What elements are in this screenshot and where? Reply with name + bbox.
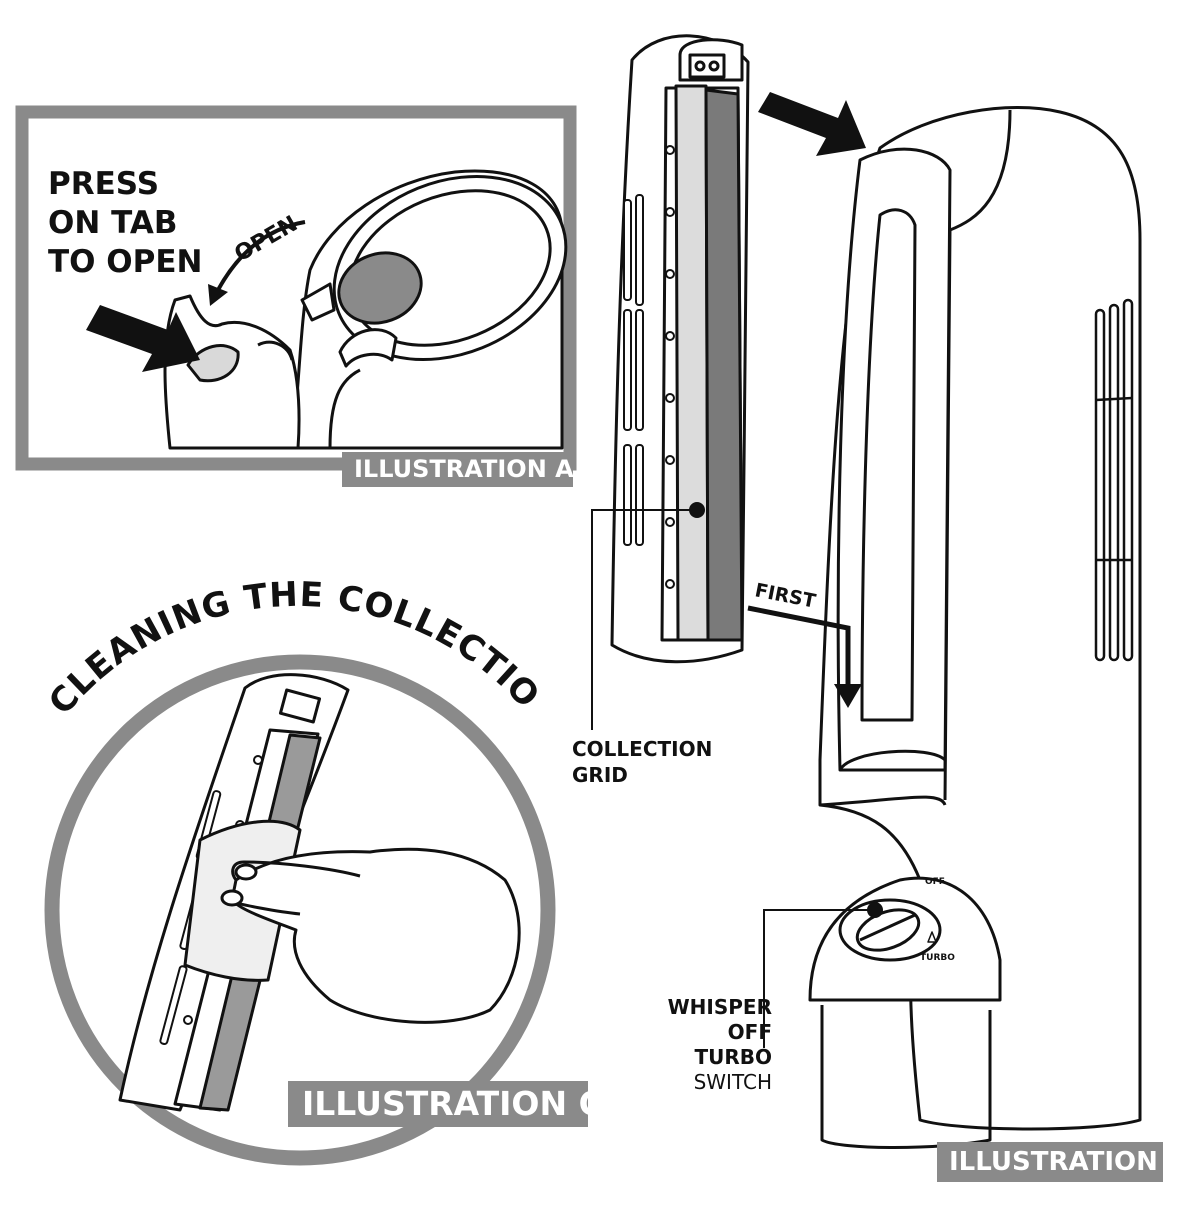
grid-leader-line — [591, 509, 697, 730]
collection-grid-label-line: COLLECTION — [572, 737, 713, 761]
switch-label-line: SWITCH — [693, 1070, 772, 1094]
switch-label: WHISPER OFF TURBO SWITCH — [668, 995, 772, 1095]
switch-label-line: WHISPER — [667, 995, 772, 1019]
illustration-a-caption: ILLUSTRATION A — [342, 452, 574, 487]
press-instruction-line: ON TAB — [48, 205, 178, 241]
switch-off-mark: OFF — [925, 877, 945, 887]
press-instruction: PRESS ON TAB TO OPEN — [48, 165, 203, 282]
open-arrow-curve — [216, 220, 306, 291]
illustration-a-panel: OPEN — [15, 105, 577, 471]
collection-grid-label-line: GRID — [572, 763, 628, 787]
press-arrow-icon — [86, 305, 200, 372]
collection-grid-label: COLLECTION GRID — [572, 736, 712, 788]
illustration-c-caption: ILLUSTRATION C — [288, 1081, 603, 1127]
purifier-top-drawing — [290, 169, 568, 450]
collection-grid-panel-drawing — [610, 34, 750, 664]
first-arrow-label: FIRST — [753, 579, 817, 612]
press-instruction-line: TO OPEN — [48, 244, 203, 280]
turbo-mark-icon — [927, 931, 937, 943]
grid-cleaning-drawing — [118, 673, 521, 1112]
first-arrow-line — [747, 605, 851, 688]
first-arrowhead-icon — [834, 684, 862, 708]
switch-leader-line — [763, 909, 875, 1048]
switch-label-line: OFF — [727, 1020, 772, 1044]
insert-arrow-icon — [758, 92, 866, 156]
switch-turbo-mark: TURBO — [920, 953, 955, 963]
switch-label-line: TURBO — [694, 1045, 772, 1069]
press-instruction-line: PRESS — [48, 166, 160, 202]
open-arrowhead-icon — [208, 284, 228, 306]
illustration-b-caption: ILLUSTRATION B — [937, 1142, 1187, 1182]
illustration-b-drawing — [808, 106, 1142, 1149]
